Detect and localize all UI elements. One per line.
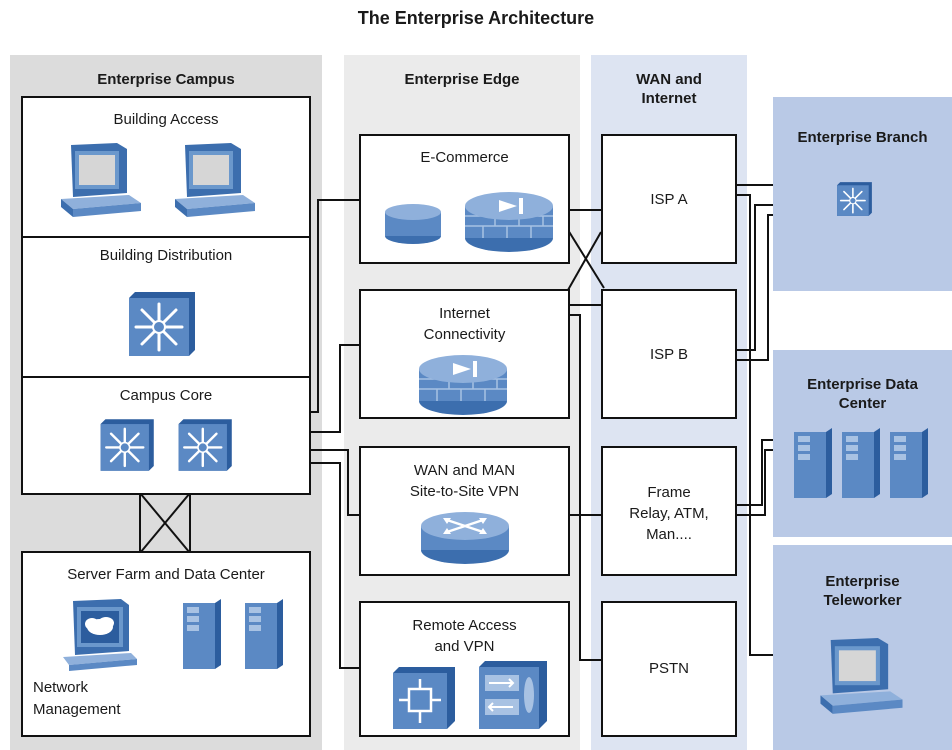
remote-access-vpn-label: Remote Access and VPN bbox=[412, 617, 517, 655]
building-access-block: Building Access bbox=[21, 96, 311, 238]
network-management-label: Network Management bbox=[33, 679, 121, 718]
firewall-icon bbox=[419, 355, 507, 415]
isp-b-label: ISP B bbox=[649, 346, 689, 363]
enterprise-edge-title: Enterprise Edge bbox=[404, 71, 520, 88]
wan-internet-title: WAN and Internet bbox=[636, 71, 702, 107]
server-icon bbox=[794, 428, 832, 498]
building-distribution-block: Building Distribution bbox=[21, 236, 311, 378]
internet-connectivity-block: Internet Connectivity bbox=[359, 289, 570, 419]
frame-relay-block: Frame Relay, ATM, Man.... bbox=[601, 446, 737, 576]
network-management-icon bbox=[63, 599, 137, 671]
multilayer-switch-icon bbox=[100, 419, 154, 471]
enterprise-data-center-title: Enterprise Data Center bbox=[807, 376, 918, 412]
building-access-label: Building Access bbox=[113, 111, 219, 128]
page-title: The Enterprise Architecture bbox=[357, 8, 595, 28]
multilayer-switch-icon bbox=[129, 292, 195, 356]
vpn-concentrator-icon bbox=[479, 661, 547, 729]
internet-connectivity-label: Internet Connectivity bbox=[423, 305, 506, 343]
isp-b-block: ISP B bbox=[601, 289, 737, 419]
multilayer-switch-icon bbox=[178, 419, 232, 471]
enterprise-branch-title: Enterprise Branch bbox=[797, 129, 928, 146]
enterprise-campus-title: Enterprise Campus bbox=[97, 71, 235, 88]
remote-access-vpn-block: Remote Access and VPN bbox=[359, 601, 570, 737]
storage-icon bbox=[385, 204, 441, 244]
ecommerce-label: E-Commerce bbox=[420, 149, 509, 166]
access-server-icon bbox=[393, 667, 455, 729]
wan-man-vpn-block: WAN and MAN Site-to-Site VPN bbox=[359, 446, 570, 576]
workstation-icon bbox=[820, 638, 903, 714]
enterprise-teleworker-title: Enterprise Teleworker bbox=[823, 573, 902, 609]
workstation-icon bbox=[175, 143, 255, 217]
pstn-label: PSTN bbox=[648, 660, 689, 677]
firewall-icon bbox=[465, 192, 553, 252]
server-farm-label: Server Farm and Data Center bbox=[67, 566, 265, 583]
frame-relay-label: Frame Relay, ATM, Man.... bbox=[629, 484, 709, 543]
router-icon bbox=[421, 512, 509, 564]
multilayer-switch-icon bbox=[837, 182, 872, 216]
campus-core-label: Campus Core bbox=[119, 387, 213, 404]
building-distribution-label: Building Distribution bbox=[99, 247, 233, 264]
server-icon bbox=[890, 428, 928, 498]
server-icon bbox=[245, 599, 283, 669]
server-icon bbox=[183, 599, 221, 669]
ecommerce-block: E-Commerce bbox=[359, 134, 570, 264]
isp-a-label: ISP A bbox=[650, 191, 688, 208]
campus-core-block: Campus Core bbox=[21, 376, 311, 495]
server-farm-block: Server Farm and Data Center Network Mana… bbox=[21, 551, 311, 737]
isp-a-block: ISP A bbox=[601, 134, 737, 264]
workstation-icon bbox=[61, 143, 141, 217]
pstn-block: PSTN bbox=[601, 601, 737, 737]
server-icon bbox=[842, 428, 880, 498]
wan-man-vpn-label: WAN and MAN Site-to-Site VPN bbox=[409, 462, 520, 500]
